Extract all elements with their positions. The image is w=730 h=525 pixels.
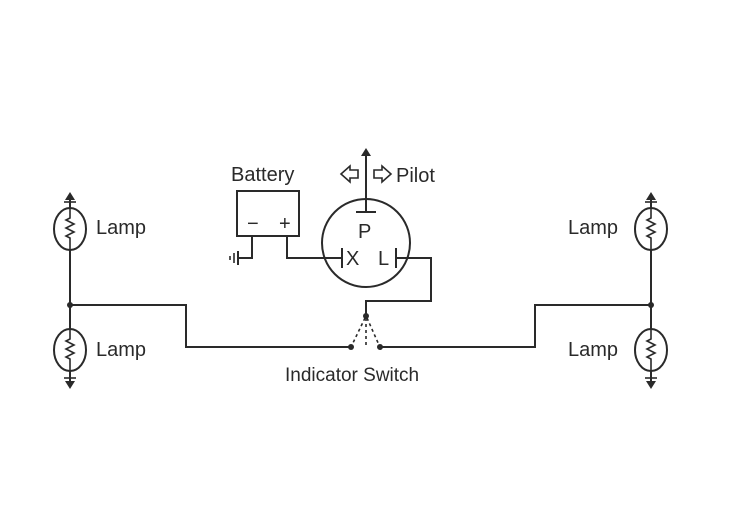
right-lamp-column: Lamp Lamp <box>568 192 668 389</box>
right-wire <box>380 304 651 348</box>
battery-box <box>236 190 300 237</box>
lamp-left-bottom-label: Lamp <box>96 339 146 361</box>
flasher-x-label: X <box>346 248 359 270</box>
flasher-p-label: P <box>358 221 371 243</box>
switch-blade-right <box>366 317 380 346</box>
lamp-filament-icon <box>645 208 657 250</box>
down-arrow-icon <box>65 381 75 389</box>
battery: − + Battery <box>229 164 300 265</box>
double-arrow-icon <box>339 164 393 184</box>
battery-label: Battery <box>231 164 294 186</box>
battery-ground-wire <box>238 236 253 259</box>
lamp-right-top-label: Lamp <box>568 217 618 239</box>
switch-blade-left <box>351 317 366 346</box>
lamp-filament-icon <box>64 208 76 250</box>
left-lamp-column: Lamp Lamp <box>53 192 146 389</box>
pilot-label: Pilot <box>396 165 435 187</box>
switch-right-contact <box>377 344 383 350</box>
battery-plus-label: + <box>279 213 291 235</box>
switch-left-contact <box>348 344 354 350</box>
up-arrow-icon <box>361 148 371 156</box>
up-arrow-icon <box>65 192 75 200</box>
up-arrow-icon <box>646 192 656 200</box>
lamp-left-top-label: Lamp <box>96 217 146 239</box>
l-to-switch-wire <box>365 257 432 316</box>
battery-minus-label: − <box>247 213 259 235</box>
flasher-l-label: L <box>378 248 389 270</box>
lamp-filament-icon <box>645 329 657 371</box>
ground-icon <box>229 251 239 265</box>
indicator-switch-label: Indicator Switch <box>285 365 419 386</box>
pilot-indicator: Pilot <box>339 148 435 187</box>
x-to-battery-wire <box>286 236 342 259</box>
indicator-switch: Indicator Switch <box>285 313 419 386</box>
left-wire <box>70 304 350 348</box>
flasher-unit: P X L <box>286 184 432 316</box>
down-arrow-icon <box>646 381 656 389</box>
lamp-right-bottom-label: Lamp <box>568 339 618 361</box>
lamp-filament-icon <box>64 329 76 371</box>
